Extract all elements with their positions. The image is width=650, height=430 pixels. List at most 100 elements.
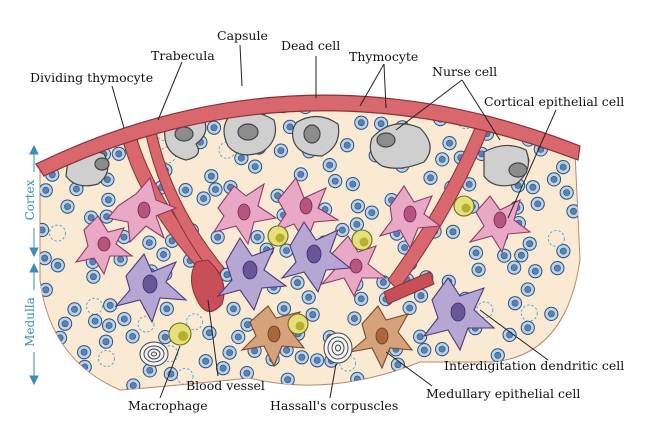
dendritic-nuclei bbox=[142, 244, 466, 322]
thymocyte bbox=[222, 345, 237, 360]
label-hassalls-corpuscles: Hassall's corpuscles bbox=[270, 398, 398, 413]
dendritic-nucleus bbox=[306, 244, 322, 264]
hassalls-corpuscle bbox=[323, 332, 353, 364]
dendritic-nucleus bbox=[142, 274, 158, 294]
label-medulla: Medulla bbox=[23, 297, 37, 347]
thymocyte bbox=[102, 318, 117, 333]
thymocyte bbox=[294, 350, 309, 365]
nurse-cell-nucleus bbox=[237, 123, 259, 141]
capsule bbox=[35, 94, 581, 177]
thymocyte bbox=[178, 183, 193, 198]
thymocyte bbox=[156, 247, 171, 262]
thymocyte bbox=[468, 245, 484, 260]
thymocyte bbox=[445, 224, 461, 239]
label-dividing-thymocyte: Dividing thymocyte bbox=[30, 70, 153, 85]
thymocyte bbox=[442, 136, 457, 151]
thymocyte bbox=[556, 160, 571, 175]
pointer-nurse-cell bbox=[461, 79, 501, 141]
epithelial-nucleus bbox=[137, 201, 151, 219]
epithelial-nucleus bbox=[299, 197, 313, 215]
thymocyte bbox=[328, 174, 343, 189]
thymocyte bbox=[347, 311, 362, 326]
pointer-dividing-thymocyte bbox=[111, 85, 125, 129]
labels: Capsule Trabecula Dead cell Thymocyte Nu… bbox=[23, 28, 624, 413]
thymocyte bbox=[117, 312, 132, 327]
thymocyte bbox=[273, 143, 288, 158]
thymocyte bbox=[290, 275, 305, 290]
thymocyte bbox=[507, 296, 523, 311]
thymocyte bbox=[208, 182, 223, 197]
thymocyte bbox=[530, 196, 545, 211]
label-thymocyte: Thymocyte bbox=[349, 49, 418, 64]
thymocyte bbox=[435, 342, 450, 357]
pointer-medullary-epithelial-cell bbox=[385, 351, 433, 387]
thymocyte bbox=[305, 307, 320, 322]
thymocyte bbox=[276, 301, 292, 316]
thymocyte bbox=[111, 146, 126, 161]
epithelial-nucleus bbox=[349, 258, 363, 274]
label-trabecula: Trabecula bbox=[151, 48, 215, 63]
thymocyte bbox=[435, 152, 450, 167]
label-cortex: Cortex bbox=[23, 179, 37, 220]
medulla-arrow-top-head bbox=[29, 262, 39, 273]
thymocyte bbox=[497, 248, 512, 263]
thymocyte bbox=[58, 316, 73, 331]
nurse-cell-group bbox=[65, 111, 529, 187]
thymocyte bbox=[354, 291, 369, 306]
thymocyte bbox=[226, 301, 241, 316]
macrophage-cell bbox=[453, 195, 475, 217]
thymocyte bbox=[40, 251, 52, 266]
pointer-capsule bbox=[239, 44, 243, 87]
thymocyte bbox=[520, 320, 535, 335]
nurse-cell-nucleus bbox=[94, 157, 110, 171]
pointer-dendritic-cell bbox=[479, 309, 549, 361]
macrophage-cell bbox=[267, 225, 289, 247]
thymocyte bbox=[86, 269, 101, 284]
thymocyte bbox=[528, 264, 543, 279]
thymocyte bbox=[522, 236, 537, 251]
thymocyte bbox=[520, 282, 535, 297]
pointer-nurse-cell bbox=[395, 79, 463, 131]
blood-vessel-right bbox=[383, 271, 435, 305]
pointer-macrophage bbox=[159, 345, 181, 399]
nurse-cell-nucleus bbox=[508, 162, 528, 178]
epithelial-nucleus bbox=[97, 236, 111, 252]
nurse-cell-nucleus bbox=[174, 126, 194, 142]
thymocyte bbox=[525, 180, 540, 195]
macrophage-cell bbox=[287, 313, 309, 335]
thymocyte bbox=[544, 306, 559, 321]
thymocyte bbox=[202, 325, 217, 340]
pointer-cortical-epithelial-cell bbox=[507, 109, 557, 219]
macrophage-cell bbox=[168, 322, 192, 346]
label-dead-cell: Dead cell bbox=[281, 38, 340, 53]
epithelial-nucleus bbox=[493, 211, 507, 229]
label-nurse-cell: Nurse cell bbox=[432, 64, 497, 79]
medullary-nucleus bbox=[375, 327, 389, 345]
thymocyte bbox=[159, 301, 174, 316]
thymocyte bbox=[301, 290, 316, 305]
macrophages bbox=[168, 195, 475, 346]
blood-vessel-left bbox=[191, 259, 225, 312]
hassalls-corpuscles bbox=[139, 332, 353, 367]
thymocyte bbox=[559, 185, 574, 200]
label-capsule: Capsule bbox=[217, 28, 268, 43]
epithelial-nucleus bbox=[237, 203, 251, 221]
thymocyte bbox=[417, 343, 432, 358]
thymocyte bbox=[248, 159, 263, 174]
pointer-thymocyte bbox=[359, 63, 385, 107]
thymocyte bbox=[53, 330, 68, 345]
label-blood-vessel: Blood vessel bbox=[186, 378, 265, 393]
thymocyte bbox=[77, 359, 92, 375]
nurse-cell-nucleus bbox=[303, 124, 321, 144]
thymocyte bbox=[345, 177, 360, 192]
cortex-arrow-bottom-head bbox=[29, 247, 39, 258]
thymocyte bbox=[142, 235, 157, 250]
label-cortical-epithelial-cell: Cortical epithelial cell bbox=[484, 94, 624, 109]
medullary-nucleus bbox=[267, 325, 281, 343]
thymocyte bbox=[206, 120, 222, 135]
thymocyte bbox=[125, 329, 140, 344]
thymocyte bbox=[350, 199, 365, 214]
thymocyte bbox=[40, 183, 53, 198]
